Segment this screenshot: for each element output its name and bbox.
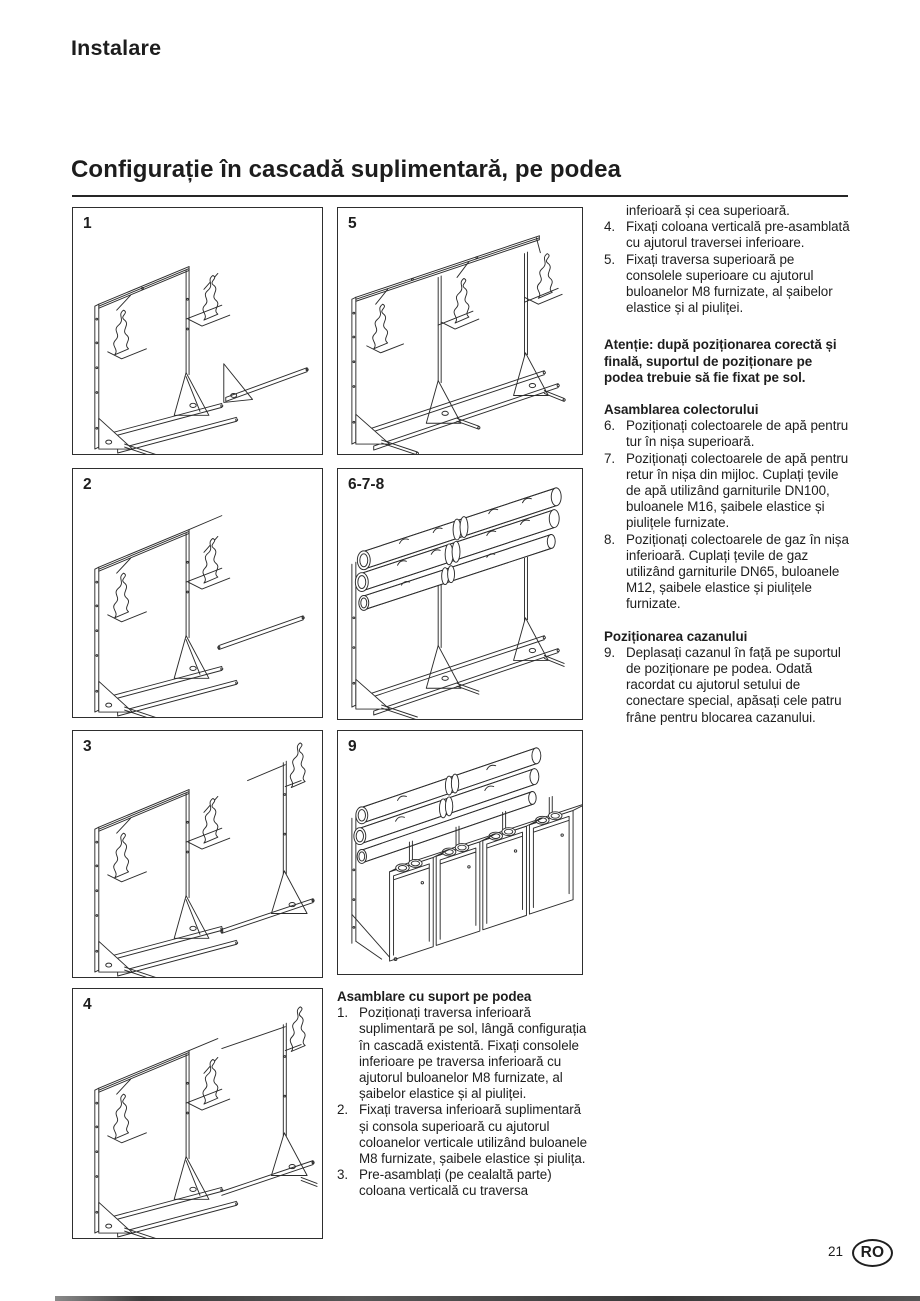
list-item-text: Fixați coloana verticală pre-asamblată c… xyxy=(626,219,850,251)
list-item-text: Poziționați colectoarele de apă pentru t… xyxy=(626,418,849,450)
figure-panel-4: 4 xyxy=(72,988,323,1239)
list-item-text: Pre-asamblați (pe cealaltă parte) coloan… xyxy=(359,1167,552,1199)
list-item-text: Poziționați colectoarele de apă pentru r… xyxy=(626,450,849,531)
list-item: 2. Fixați traversa inferioară suplimenta… xyxy=(337,1102,589,1167)
instructions-column-left: Asamblare cu suport pe podea 1. Pozițion… xyxy=(337,989,589,1200)
figure-panel-1: 1 xyxy=(72,207,323,455)
item3-continuation: inferioară și cea superioară. xyxy=(626,203,790,218)
list-item-number: 2. xyxy=(337,1102,349,1118)
list-item: 9. Deplasați cazanul în față pe suportul… xyxy=(604,645,850,726)
list-item: 4. Fixați coloana verticală pre-asamblat… xyxy=(604,219,850,251)
list-item-number: 3. xyxy=(337,1167,349,1183)
list-item-text: Fixați traversa inferioară suplimentară … xyxy=(359,1102,588,1167)
list-item: 6. Poziționați colectoarele de apă pentr… xyxy=(604,418,850,450)
frame-assembly-step3-drawing xyxy=(94,742,315,977)
figure-label: 9 xyxy=(348,738,357,755)
list-item: 1. Poziționați traversa inferioară supli… xyxy=(337,1005,589,1102)
list-item-number: 8. xyxy=(604,531,616,547)
figure-panel-2: 2 xyxy=(72,468,323,718)
figure-panel-3: 3 xyxy=(72,730,323,978)
list-item: 7. Poziționați colectoarele de apă pentr… xyxy=(604,451,850,532)
frame-assembly-step4-drawing xyxy=(94,1006,318,1238)
language-badge: RO xyxy=(852,1239,893,1267)
instructions-column-right: inferioară și cea superioară. 4. Fixați … xyxy=(604,203,850,726)
figure-label: 3 xyxy=(83,738,92,755)
figure-label: 5 xyxy=(348,215,357,232)
title-rule xyxy=(72,195,848,197)
figure-label: 6-7-8 xyxy=(348,476,385,493)
list-item: 5. Fixați traversa superioară pe console… xyxy=(604,252,850,317)
section-title: Configurație în cascadă suplimentară, pe… xyxy=(71,156,622,183)
list-item-text: Fixați traversa superioară pe consolele … xyxy=(626,251,833,316)
page-kicker: Instalare xyxy=(71,36,162,60)
figure-label: 4 xyxy=(83,996,92,1013)
collector-heading: Asamblarea colectorului xyxy=(604,402,759,418)
floor-support-heading: Asamblare cu suport pe podea xyxy=(337,989,532,1004)
attention-note: Atenție: după poziționarea corectă și fi… xyxy=(604,337,837,385)
figure-label: 1 xyxy=(83,215,92,232)
list-item-text: Deplasați cazanul în față pe suportul de… xyxy=(626,644,842,725)
figure-panel-5: 5 xyxy=(337,207,583,455)
boiler-heading: Poziționarea cazanului xyxy=(604,628,748,644)
list-item-number: 1. xyxy=(337,1005,349,1021)
figure-label: 2 xyxy=(83,476,92,493)
list-item-number: 4. xyxy=(604,219,616,235)
page-number: 21 xyxy=(828,1244,844,1259)
list-item-text: Poziționați traversa inferioară suplimen… xyxy=(359,1005,587,1102)
figure-panel-678: 6-7-8 xyxy=(337,468,583,720)
frame-assembly-step5-drawing xyxy=(351,235,566,454)
list-item-number: 6. xyxy=(604,418,616,434)
figure-panel-9: 9 xyxy=(337,730,583,975)
list-item-number: 7. xyxy=(604,450,616,466)
boiler-positioning-drawing xyxy=(351,747,582,962)
list-item-number: 9. xyxy=(604,644,616,660)
frame-assembly-step1-drawing xyxy=(94,266,309,454)
frame-assembly-step2-drawing xyxy=(94,515,305,717)
list-item-text: Poziționați colectoarele de gaz în nișa … xyxy=(626,531,849,612)
list-item: 3. Pre-asamblați (pe cealaltă parte) col… xyxy=(337,1167,589,1199)
list-item: 8. Poziționați colectoarele de gaz în ni… xyxy=(604,532,850,613)
collector-assembly-drawing xyxy=(351,487,565,719)
scan-artifact-strip xyxy=(55,1296,920,1301)
list-item-number: 5. xyxy=(604,251,616,267)
